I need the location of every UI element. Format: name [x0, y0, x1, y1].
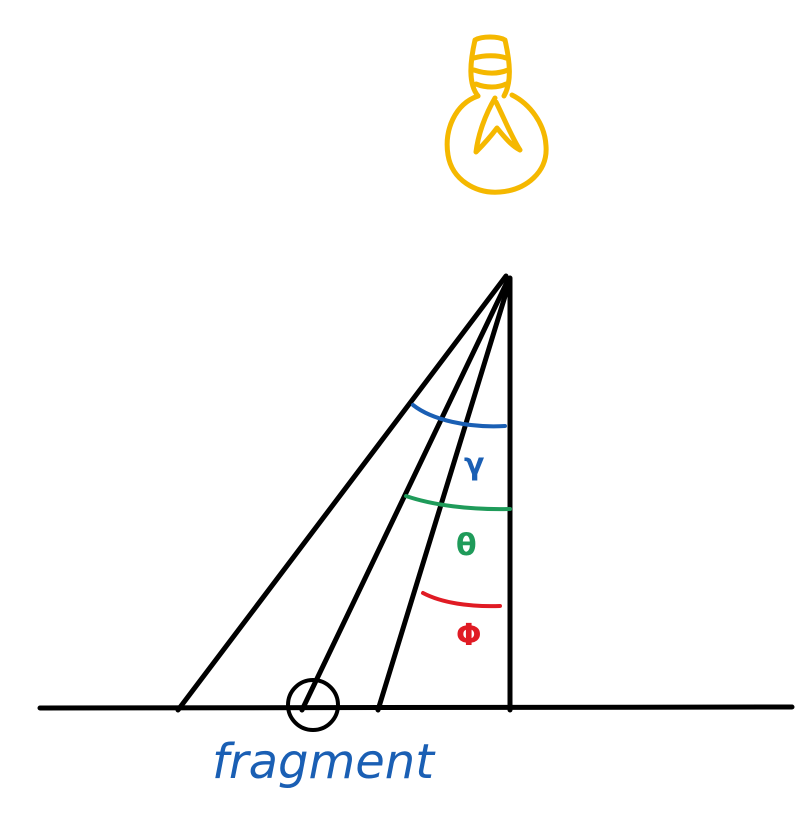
ray-outer: [175, 273, 509, 713]
ground-line: [37, 704, 795, 711]
gamma-arc: [411, 403, 507, 429]
bulb-filament: [473, 95, 523, 155]
light-bulb-icon: [444, 34, 549, 195]
bulb-glass: [444, 92, 549, 195]
phi-label: Φ: [456, 618, 482, 653]
theta-label: θ: [456, 528, 477, 563]
bulb-base: [468, 34, 512, 99]
phi-arc: [421, 591, 502, 609]
fragment-label: fragment: [212, 734, 436, 790]
theta-arc: [404, 494, 512, 512]
fragment-marker: [286, 678, 340, 732]
ray-inner: [375, 277, 513, 713]
gamma-label: γ: [464, 447, 484, 482]
